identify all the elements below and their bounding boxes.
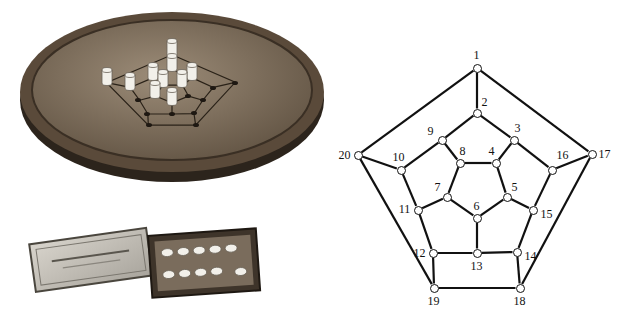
vertex-number: 2: [482, 96, 488, 108]
graph-edge: [403, 174, 416, 206]
graph-vertex: 4: [492, 159, 501, 168]
vertex-number: 19: [428, 295, 440, 307]
graph-vertex: 5: [503, 193, 512, 202]
graph-vertex: 19: [430, 284, 439, 293]
vertex-number: 20: [339, 149, 351, 161]
graph-edge: [517, 257, 519, 284]
vertex-number: 10: [393, 151, 405, 163]
graph-edge: [481, 71, 589, 152]
graph-edge: [362, 157, 397, 169]
graph-vertex: 10: [397, 166, 406, 175]
vertex-number: 8: [460, 145, 466, 157]
graph-edge: [445, 144, 457, 160]
graph-edge: [481, 200, 504, 216]
graph-edge: [535, 174, 550, 206]
graph-edge: [451, 200, 474, 216]
graph-vertex: 14: [513, 248, 522, 257]
vertex-number: 17: [599, 148, 611, 160]
graph-vertex: 15: [529, 206, 538, 215]
graph-edge: [438, 252, 473, 254]
graph-edge: [405, 143, 439, 168]
graph-edge: [465, 162, 492, 164]
graph-edge: [482, 251, 513, 254]
graph-edge: [449, 167, 459, 193]
vertex-number: 14: [525, 250, 537, 262]
vertex-number: 18: [514, 295, 526, 307]
graph-vertex: 17: [588, 150, 597, 159]
graph-vertex: 18: [516, 284, 525, 293]
graph-vertex: 13: [473, 249, 482, 258]
vertex-number: 15: [541, 208, 553, 220]
graph-vertex: 8: [456, 159, 465, 168]
graph-vertex: 20: [354, 151, 363, 160]
graph-edge: [432, 258, 435, 284]
graph-vertex: 7: [443, 193, 452, 202]
graph-edge: [499, 144, 511, 160]
graph-vertex: 9: [438, 136, 447, 145]
vertex-number: 12: [414, 247, 426, 259]
graph-edge: [362, 71, 474, 153]
graph-edge: [446, 116, 474, 138]
graph-vertex: 2: [473, 109, 482, 118]
vertex-number: 6: [474, 200, 480, 212]
graph-vertex: 11: [414, 206, 423, 215]
graph-vertex: 6: [473, 214, 482, 223]
graph-edge: [518, 143, 549, 167]
vertex-number: 9: [428, 125, 434, 137]
vertex-number: 11: [399, 203, 411, 215]
graph-edge: [481, 116, 511, 138]
graph-edge: [497, 167, 505, 192]
graph-edge: [420, 214, 432, 249]
graph-edge: [519, 214, 532, 248]
graph-vertex: 1: [473, 64, 482, 73]
vertex-number: 1: [474, 49, 480, 61]
graph-edge: [511, 199, 529, 208]
vertex-number: 16: [557, 149, 569, 161]
graph-vertex: 3: [510, 136, 519, 145]
graph-edge: [422, 199, 443, 208]
vertex-number: 5: [512, 181, 518, 193]
vertex-number: 4: [489, 145, 495, 157]
graph-vertex: 16: [548, 166, 557, 175]
graph-vertex: 12: [429, 249, 438, 258]
vertex-number: 7: [435, 181, 441, 193]
graph-edge: [360, 159, 432, 284]
vertex-number: 13: [471, 260, 483, 272]
graph-edge: [476, 73, 478, 109]
vertex-number: 3: [515, 122, 521, 134]
graph-edge: [439, 287, 516, 289]
graph-edge: [476, 223, 478, 249]
graph-edge: [522, 158, 590, 284]
